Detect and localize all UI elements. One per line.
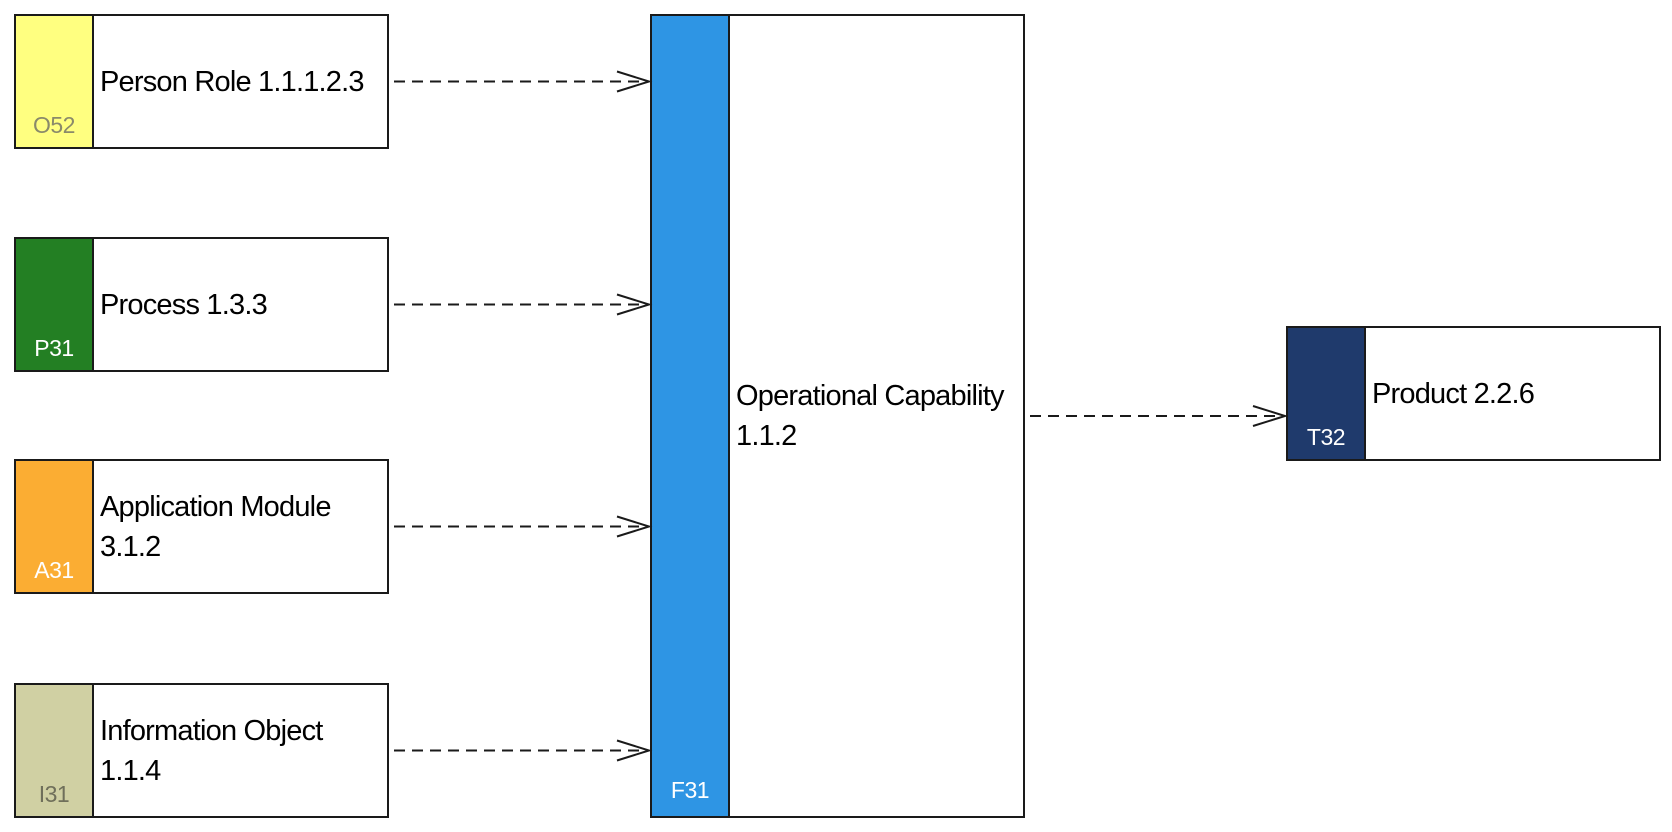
node-code: F31 xyxy=(670,777,710,803)
node-color-stripe: O52 xyxy=(16,16,94,147)
node-color-stripe: P31 xyxy=(16,239,94,370)
edge-arrow-i31-f31[interactable] xyxy=(394,739,653,762)
edge-arrow-p31-f31[interactable] xyxy=(394,293,653,316)
node-label-line: 1.1.2 xyxy=(736,420,797,452)
arrowhead-icon xyxy=(1252,405,1289,427)
node-color-stripe: T32 xyxy=(1288,328,1366,459)
node-label: Person Role 1.1.1.2.3 xyxy=(100,16,379,147)
arrowhead-icon xyxy=(616,293,653,316)
node-label: Product 2.2.6 xyxy=(1372,328,1651,459)
node-code: T32 xyxy=(1306,424,1346,450)
node-label-line: Application Module xyxy=(100,490,331,523)
node-code: I31 xyxy=(38,781,70,807)
arrowhead-icon xyxy=(616,739,653,762)
node-information-object[interactable]: I31 Information Object 1.1.4 xyxy=(14,683,389,818)
node-label-line: Product 2.2.6 xyxy=(1372,377,1535,410)
edge-arrow-o52-f31[interactable] xyxy=(394,70,653,93)
node-label: Information Object 1.1.4 xyxy=(100,685,379,816)
node-code: A31 xyxy=(34,557,74,583)
node-color-stripe: A31 xyxy=(16,461,94,592)
node-label-line: Information Object xyxy=(100,714,323,747)
node-label-line: Person Role 1.1.1.2.3 xyxy=(100,65,365,98)
node-process[interactable]: P31 Process 1.3.3 xyxy=(14,237,389,372)
arrowhead-icon xyxy=(616,70,653,93)
node-label-line: 1.1.4 xyxy=(100,754,161,787)
edge-arrow-a31-f31[interactable] xyxy=(394,515,653,538)
node-label: Process 1.3.3 xyxy=(100,239,379,370)
node-label: Operational Capability 1.1.2 xyxy=(736,16,1015,816)
node-color-stripe: F31 xyxy=(652,16,730,816)
edge-arrow-f31-t32[interactable] xyxy=(1030,405,1289,427)
node-operational-capability[interactable]: F31 Operational Capability 1.1.2 xyxy=(650,14,1025,818)
node-person-role[interactable]: O52 Person Role 1.1.1.2.3 xyxy=(14,14,389,149)
node-application-module[interactable]: A31 Application Module 3.1.2 xyxy=(14,459,389,594)
node-color-stripe: I31 xyxy=(16,685,94,816)
node-code: P31 xyxy=(34,335,74,361)
node-product[interactable]: T32 Product 2.2.6 xyxy=(1286,326,1661,461)
node-label-line: Process 1.3.3 xyxy=(100,288,268,321)
node-label-line: Operational Capability xyxy=(736,380,1005,412)
node-label: Application Module 3.1.2 xyxy=(100,461,379,592)
node-code: O52 xyxy=(33,112,75,138)
node-label-line: 3.1.2 xyxy=(100,530,161,563)
arrowhead-icon xyxy=(616,515,653,538)
